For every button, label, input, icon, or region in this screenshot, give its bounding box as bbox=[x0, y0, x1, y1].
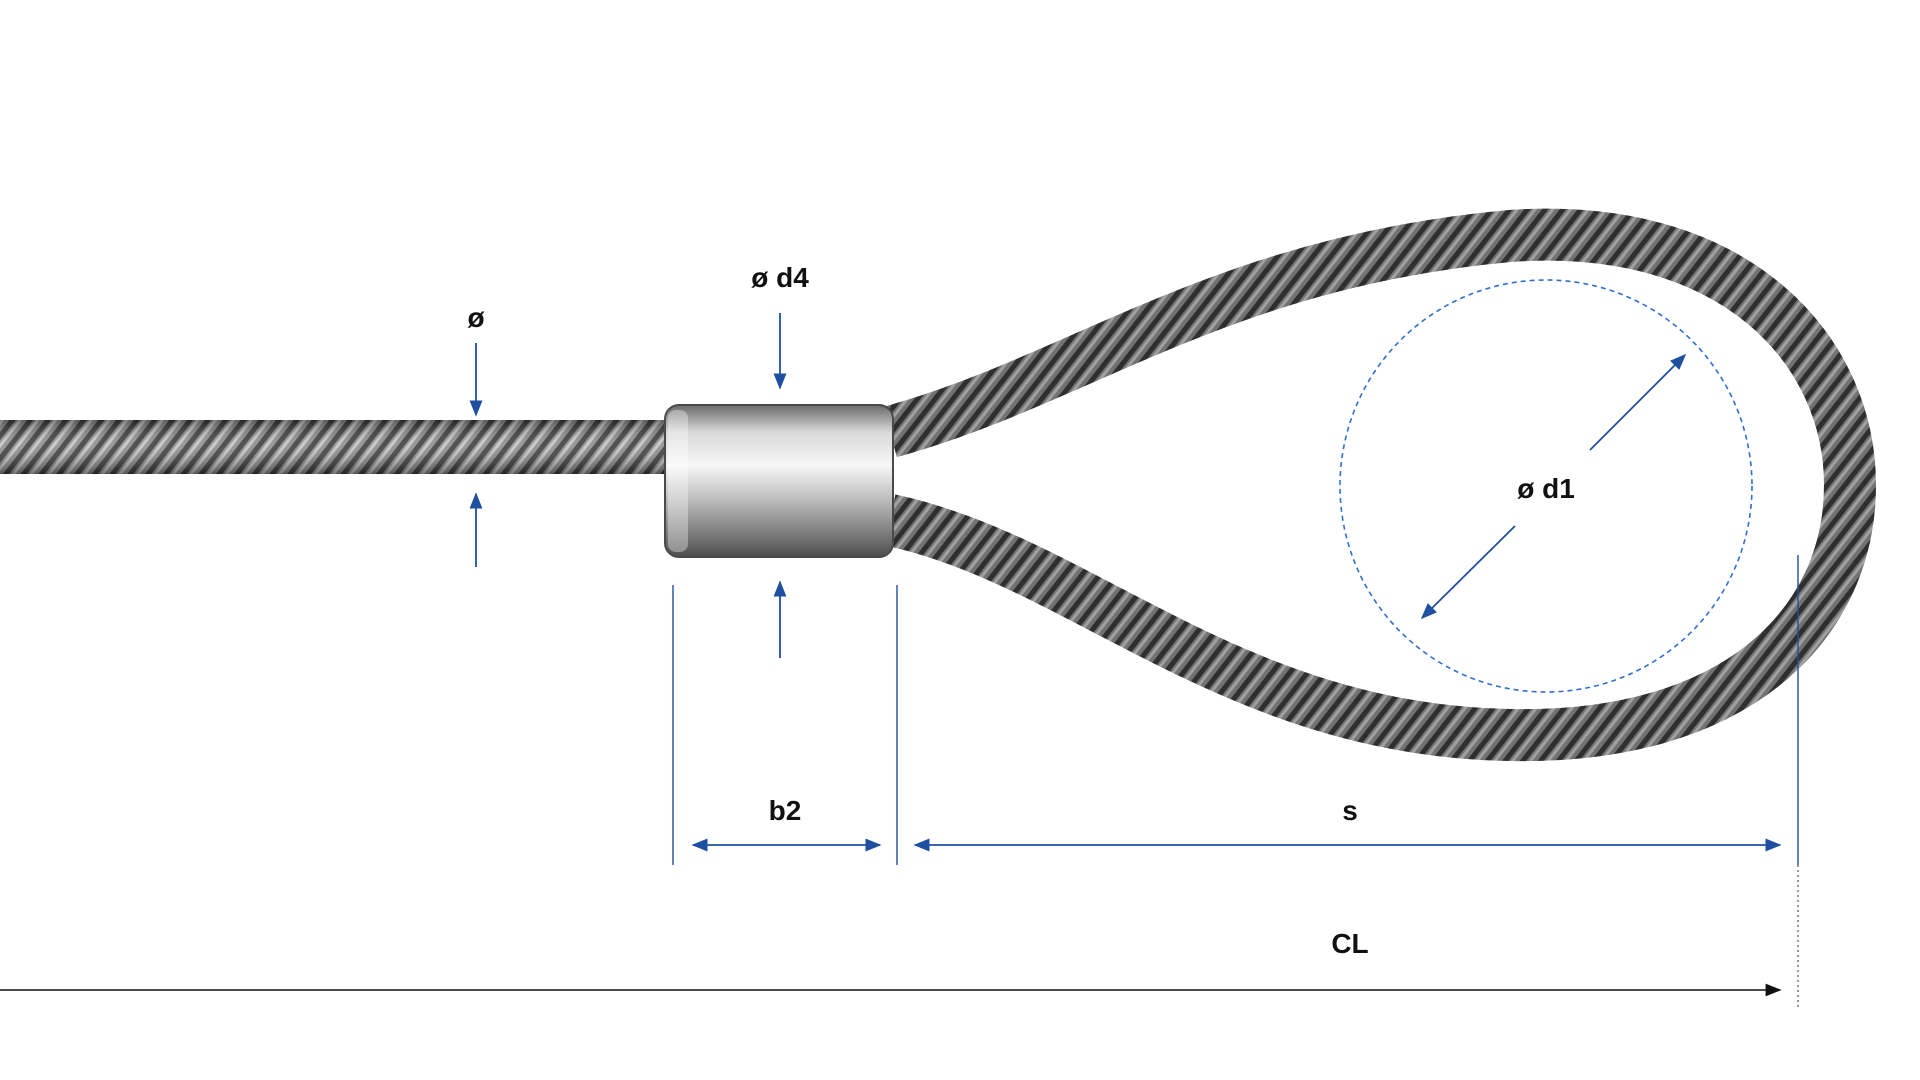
eye-diameter-label: ø d1 bbox=[1517, 473, 1575, 504]
ferrule-diameter-label: ø d4 bbox=[751, 262, 809, 293]
eye-diameter-arrow-lower bbox=[1420, 525, 1516, 620]
eye-diameter-arrow-upper bbox=[1589, 353, 1687, 451]
wire-rope-straight bbox=[0, 420, 675, 474]
wire-rope-eye-loop bbox=[883, 208, 1877, 762]
eye-diameter-circle bbox=[1339, 279, 1753, 693]
eye-length-label: s bbox=[1342, 795, 1358, 826]
cable-length-label: CL bbox=[1331, 928, 1368, 959]
rope-diameter-label: ø bbox=[467, 302, 484, 333]
ferrule bbox=[664, 404, 894, 558]
ferrule-length-label: b2 bbox=[769, 795, 802, 826]
